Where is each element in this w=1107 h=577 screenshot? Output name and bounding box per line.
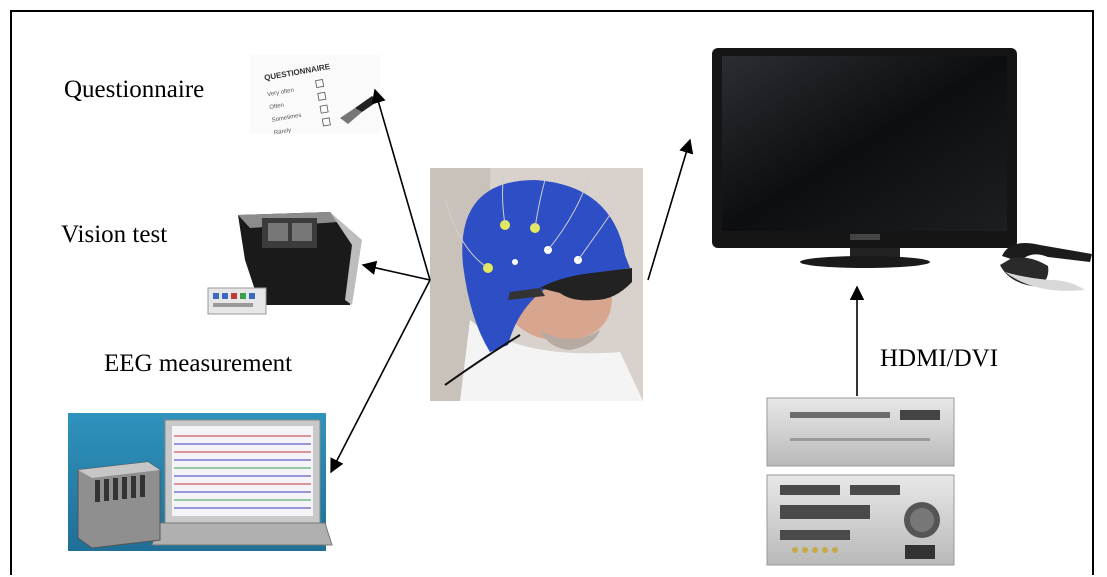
questionnaire-option: Rarely bbox=[274, 128, 292, 137]
questionnaire-label: Questionnaire bbox=[64, 76, 205, 103]
questionnaire-option: Sometimes bbox=[271, 113, 302, 124]
questionnaire-image: QUESTIONNAIRE Very often Often Sometimes… bbox=[250, 55, 380, 137]
questionnaire-option: Very often bbox=[267, 88, 295, 99]
arrow-to-tv bbox=[647, 138, 694, 281]
questionnaire-option: Often bbox=[269, 103, 285, 111]
vision-test-label: Vision test bbox=[61, 221, 168, 248]
diagram-frame bbox=[10, 10, 1094, 575]
eeg-equipment-image bbox=[68, 413, 333, 551]
connection-arrows bbox=[330, 88, 865, 474]
3d-tv-image bbox=[712, 48, 1017, 268]
pen-icon bbox=[340, 108, 362, 124]
3d-player-image bbox=[766, 397, 955, 566]
tv-logo bbox=[850, 234, 880, 240]
vision-test-device-image bbox=[207, 212, 362, 315]
3d-glasses-image bbox=[1000, 243, 1092, 291]
arrow-to-eeg bbox=[330, 279, 431, 474]
subject-with-eeg-cap-image bbox=[430, 168, 643, 401]
hdmi-dvi-label: HDMI/DVI bbox=[880, 345, 999, 372]
arrow-to-questionnaire bbox=[371, 88, 431, 281]
arrow-to-vision-test bbox=[361, 260, 431, 281]
eeg-measurement-label: EEG measurement bbox=[104, 350, 293, 377]
